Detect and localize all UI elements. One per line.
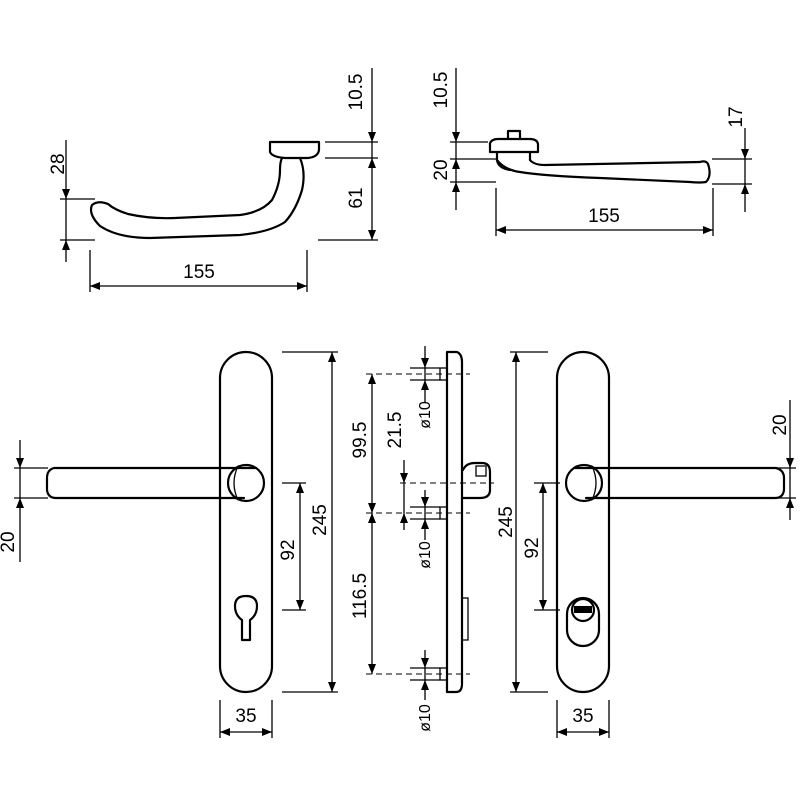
dim-tip-thickness: 17 <box>726 106 747 127</box>
dim-rose-height-side: 10.5 <box>346 74 367 111</box>
lever-front <box>45 466 258 500</box>
plate-back-turn: 245 92 20 35 <box>496 350 796 738</box>
rose-stud <box>506 129 522 140</box>
dim-lever-height-back: 20 <box>770 414 791 435</box>
lever-rose-back <box>564 463 604 503</box>
dim-plate-width-back: 35 <box>572 706 593 727</box>
dim-hole-bottom: ø10 <box>417 704 434 732</box>
handle-top-view: 10.5 20 17 155 <box>431 68 752 236</box>
dim-hole-top: ø10 <box>417 401 434 429</box>
thumb-turn-knob <box>570 597 596 623</box>
dim-plate-width-front: 35 <box>235 706 256 727</box>
backplate-front <box>218 350 274 694</box>
rose-cap <box>268 140 321 160</box>
dim-spindle-offset: 21.5 <box>385 412 406 449</box>
cylinder-keyhole <box>233 594 259 642</box>
rose-body <box>488 137 540 154</box>
dim-spindle-to-bottom-screw: 116.5 <box>350 573 371 619</box>
plate-section: 99.5 21.5 116.5 ø10 ø10 ø10 <box>350 346 494 732</box>
dim-handle-length-side: 155 <box>183 262 215 283</box>
dim-plate-height-back: 245 <box>496 506 517 538</box>
lever-handle-top <box>495 158 711 184</box>
plate-front-cylinder: 20 92 245 35 <box>0 350 338 738</box>
dim-rose-height-top: 10.5 <box>431 72 452 109</box>
dim-handle-drop: 61 <box>346 187 367 208</box>
dim-grip-thickness: 28 <box>48 153 69 174</box>
dim-lever-height-front: 20 <box>0 531 19 552</box>
backplate-back <box>555 350 611 694</box>
dim-handle-length-top: 155 <box>588 206 620 227</box>
lever-rose-front <box>226 463 266 503</box>
dim-spindle-to-cylinder: 92 <box>278 539 299 560</box>
lever-neck <box>495 150 532 172</box>
lever-back <box>573 466 786 500</box>
dim-spindle-to-turn: 92 <box>522 537 543 558</box>
dim-hole-middle: ø10 <box>417 541 434 569</box>
dim-plate-height-front: 245 <box>310 504 331 536</box>
dim-top-screw-to-spindle: 99.5 <box>350 422 371 459</box>
handle-side-view: 28 10.5 61 155 <box>48 68 378 292</box>
lever-handle-side <box>89 156 305 240</box>
backplate-side <box>445 350 464 694</box>
dim-neck-height-top: 20 <box>431 159 452 180</box>
spindle-boss <box>461 461 492 500</box>
